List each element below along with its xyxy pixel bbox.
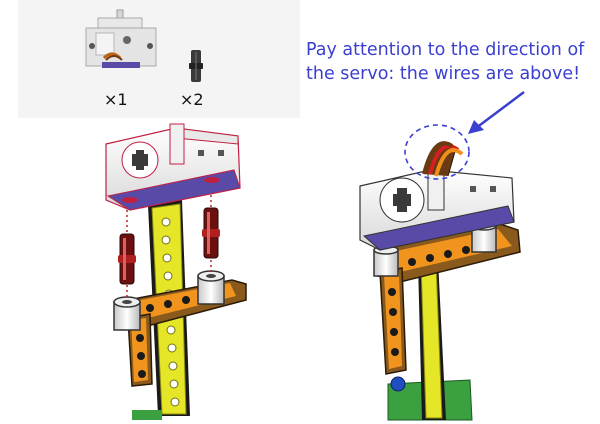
pin-count-label: ×2	[180, 90, 204, 109]
bushing-left	[113, 296, 141, 331]
pin-left	[118, 233, 136, 285]
connector-pin-icon	[189, 50, 203, 82]
dashed-circle-icon	[404, 124, 470, 180]
servo-icon	[85, 9, 157, 68]
servo-exploded	[105, 123, 241, 211]
pin-right	[202, 207, 220, 259]
exploded-assembly	[105, 123, 247, 420]
note-line-1: Pay attention to the direction of	[306, 40, 585, 60]
parts-list-panel	[18, 0, 300, 118]
note-line-2: the servo: the wires are above!	[306, 64, 581, 84]
orientation-note: Pay attention to the direction of the se…	[306, 38, 596, 86]
servo-count-label: ×1	[104, 90, 128, 109]
servo-wires	[422, 141, 464, 177]
assembled-view	[359, 141, 521, 421]
bushing-right	[197, 270, 225, 305]
arrow-icon	[468, 91, 525, 134]
